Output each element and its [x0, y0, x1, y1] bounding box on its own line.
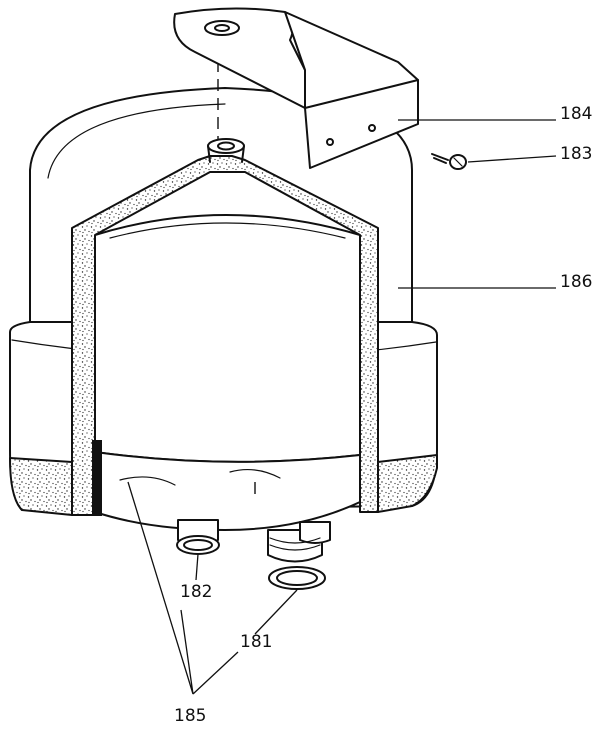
- callout-185: 185: [174, 706, 207, 726]
- callout-182: 182: [180, 582, 213, 602]
- mounting-bracket: [173, 7, 419, 169]
- callout-184: 184: [560, 104, 593, 124]
- callout-186: 186: [560, 272, 593, 292]
- leader-185: [127, 481, 239, 695]
- leader-181: [254, 589, 298, 635]
- inlet-washer: [176, 519, 220, 555]
- outlet-connector: [267, 521, 331, 590]
- top-neck-fitting: [207, 138, 245, 163]
- leader-182: [195, 553, 199, 581]
- screw-part: [431, 153, 467, 170]
- callout-181: 181: [240, 632, 273, 652]
- callout-183: 183: [560, 144, 593, 164]
- inner-tank: [94, 214, 361, 531]
- foam-section-cutaway: [9, 155, 438, 516]
- leader-183: [467, 155, 557, 163]
